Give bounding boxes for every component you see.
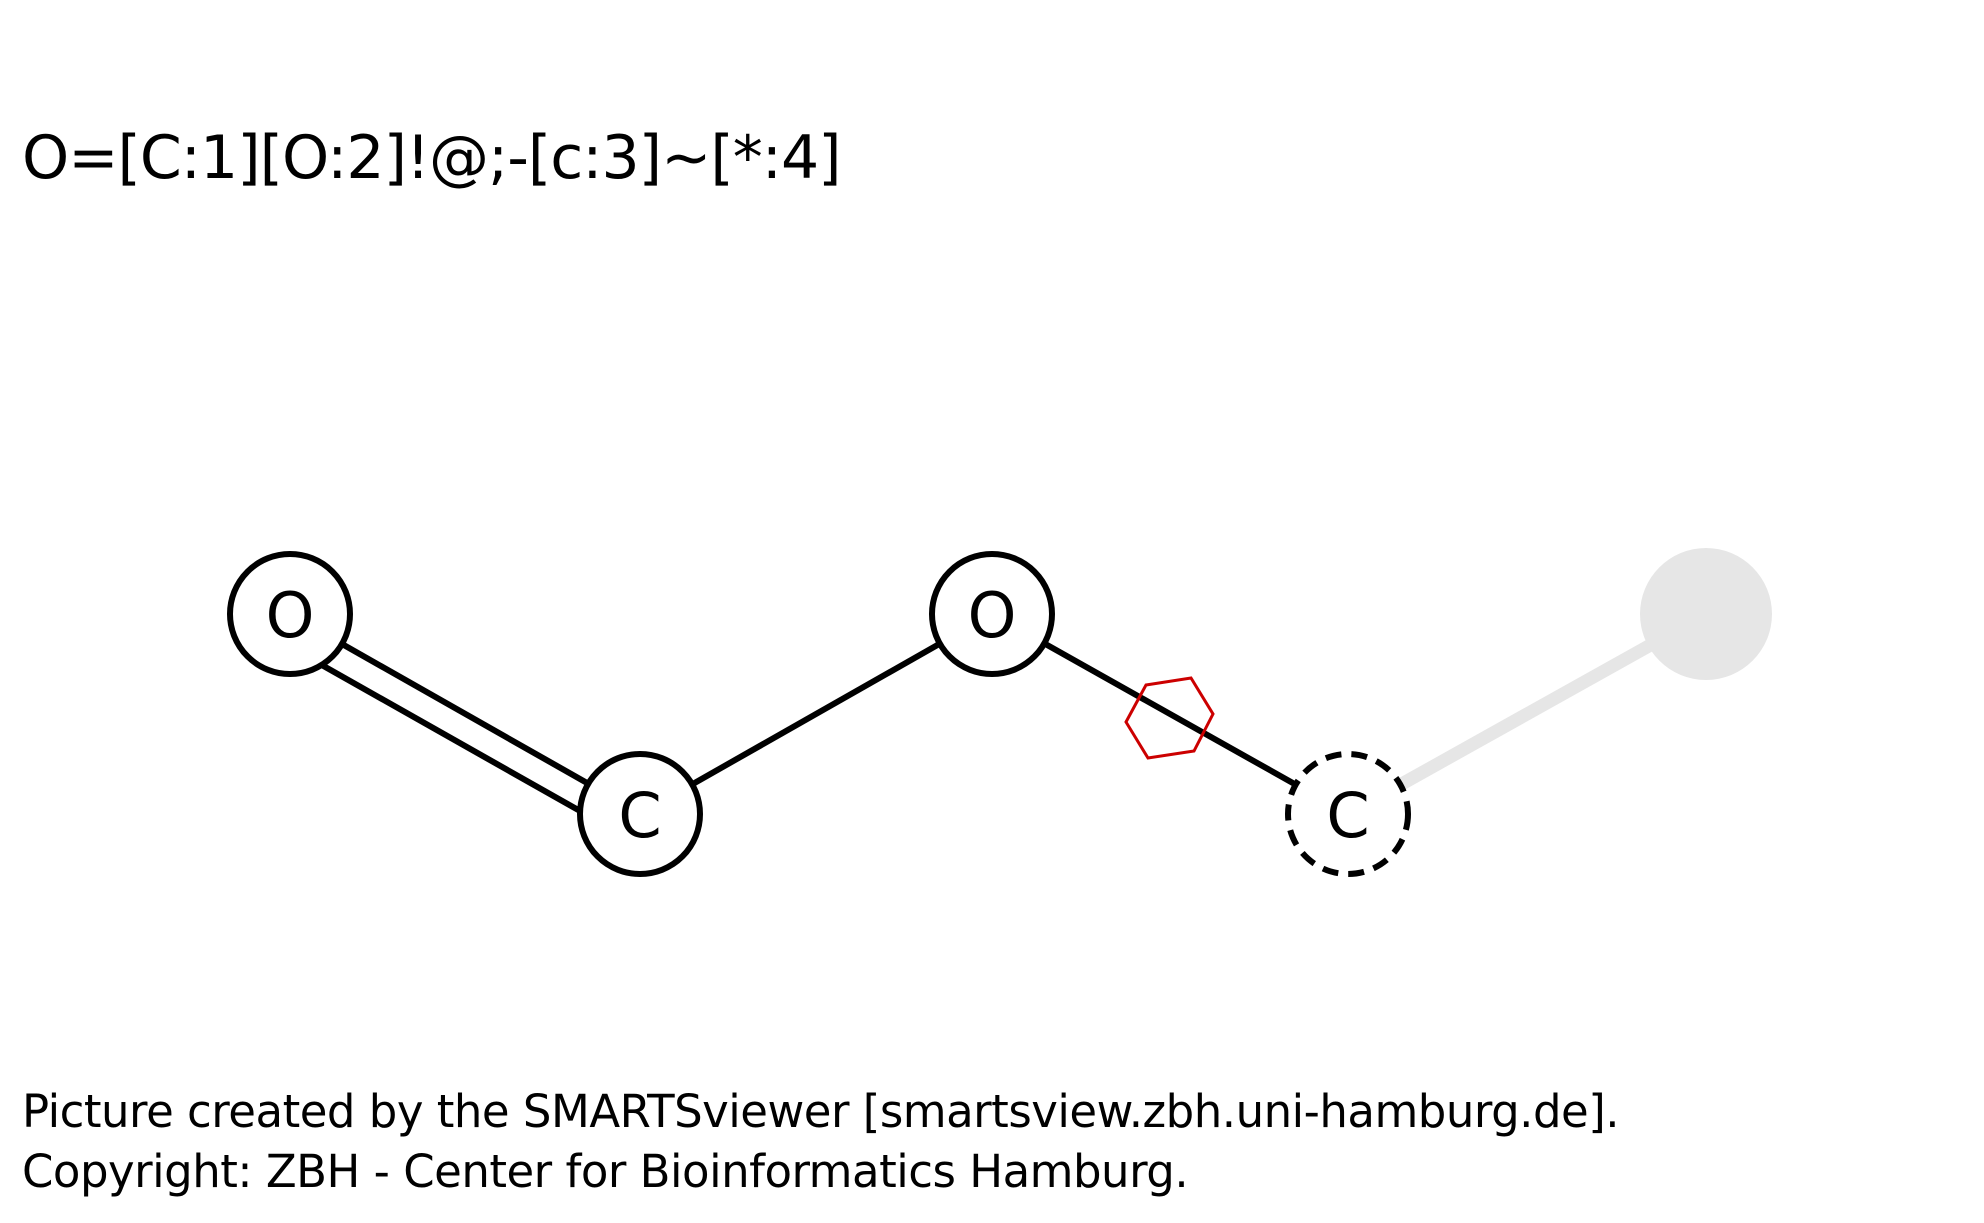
bond-single-c-o: [638, 611, 994, 817]
bond-double-b: [318, 661, 598, 823]
atom-oxygen-carbonyl: [227, 551, 353, 677]
bond-single-o-c: [990, 611, 1350, 817]
footer-line-2: Copyright: ZBH - Center for Bioinformati…: [22, 1145, 1189, 1198]
atom-aromatic-carbon: [1285, 751, 1411, 877]
atom-oxygen-ester: [929, 551, 1055, 677]
atom-any: [1640, 548, 1772, 680]
bond-double-a: [333, 637, 612, 799]
atom-aromatic-carbon-label: C: [1326, 779, 1369, 852]
footer-line-1: Picture created by the SMARTSviewer [sma…: [22, 1085, 1620, 1138]
atom-carbon-label: C: [618, 779, 661, 852]
non-ring-marker-icon: [1124, 676, 1215, 760]
atom-oxygen-carbonyl-label: O: [266, 579, 315, 652]
footer-credit: Picture created by the SMARTSviewer [sma…: [22, 1082, 1620, 1202]
bond-any: [1344, 608, 1710, 820]
atom-carbon: [577, 751, 703, 877]
smarts-pattern-title: O=[C:1][O:2]!@;-[c:3]~[*:4]: [22, 123, 842, 193]
atom-oxygen-ester-label: O: [968, 579, 1017, 652]
